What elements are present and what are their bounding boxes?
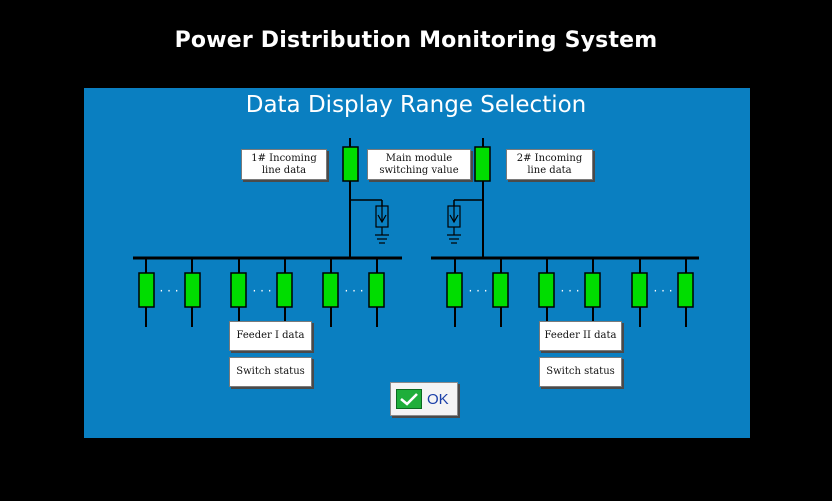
feeder-breakers-1 <box>138 272 385 308</box>
switch-status-2-label: Switch status <box>546 366 615 377</box>
incoming-line-2-label-line2: line data <box>527 164 572 176</box>
arrester-1-icon <box>375 205 389 244</box>
feeder-breaker <box>276 272 293 308</box>
feeder-breaker <box>631 272 648 308</box>
switch-status-1-button[interactable]: Switch status <box>229 357 312 387</box>
incoming-line-2-label-line1: 2# Incoming <box>516 152 583 164</box>
feeder-ellipsis: · · · <box>560 284 579 298</box>
feeder-breaker <box>492 272 509 308</box>
feeder-ellipsis: · · · <box>159 284 178 298</box>
main-module-switching-value-button[interactable]: Main module switching value <box>367 149 471 180</box>
feeder-ellipsis: · · · <box>653 284 672 298</box>
feeder-1-data-label: Feeder I data <box>236 330 305 341</box>
main-module-label-line2: switching value <box>379 164 459 176</box>
feeder-1-data-button[interactable]: Feeder I data <box>229 321 312 351</box>
feeder-breaker <box>677 272 694 308</box>
panel-title: Data Display Range Selection <box>245 92 587 118</box>
switch-status-1-label: Switch status <box>236 366 305 377</box>
arrester-2-icon <box>447 205 461 244</box>
app-title: Power Distribution Monitoring System <box>174 28 658 53</box>
feeder-ellipsis: · · · <box>252 284 271 298</box>
ok-label: OK <box>427 390 449 408</box>
feeder-2-data-button[interactable]: Feeder II data <box>539 321 622 351</box>
feeder-breaker <box>446 272 463 308</box>
feeder-ellipsis: · · · <box>344 284 363 298</box>
feeder-ellipsis: · · · <box>468 284 487 298</box>
feeder-breakers-2 <box>446 272 694 308</box>
ok-button[interactable]: OK <box>390 382 458 416</box>
incoming-line-1-label-line1: 1# Incoming <box>251 152 317 164</box>
checkmark-icon <box>396 389 422 409</box>
feeder-breaker <box>184 272 201 308</box>
feeder-breaker <box>584 272 601 308</box>
switch-status-2-button[interactable]: Switch status <box>539 357 622 387</box>
incoming-line-2-data-button[interactable]: 2# Incoming line data <box>506 149 593 180</box>
feeder-breaker <box>538 272 555 308</box>
feeder-2-data-label: Feeder II data <box>544 330 617 341</box>
feeder-breaker <box>368 272 385 308</box>
feeder-breaker <box>230 272 247 308</box>
incoming-line-1-data-button[interactable]: 1# Incoming line data <box>241 149 327 180</box>
feeder-breaker <box>138 272 155 308</box>
incoming-breaker-2 <box>474 146 491 182</box>
main-module-label-line1: Main module <box>385 152 453 164</box>
feeder-breaker <box>322 272 339 308</box>
incoming-line-1-label-line2: line data <box>261 164 307 176</box>
incoming-breaker-1 <box>342 146 359 182</box>
